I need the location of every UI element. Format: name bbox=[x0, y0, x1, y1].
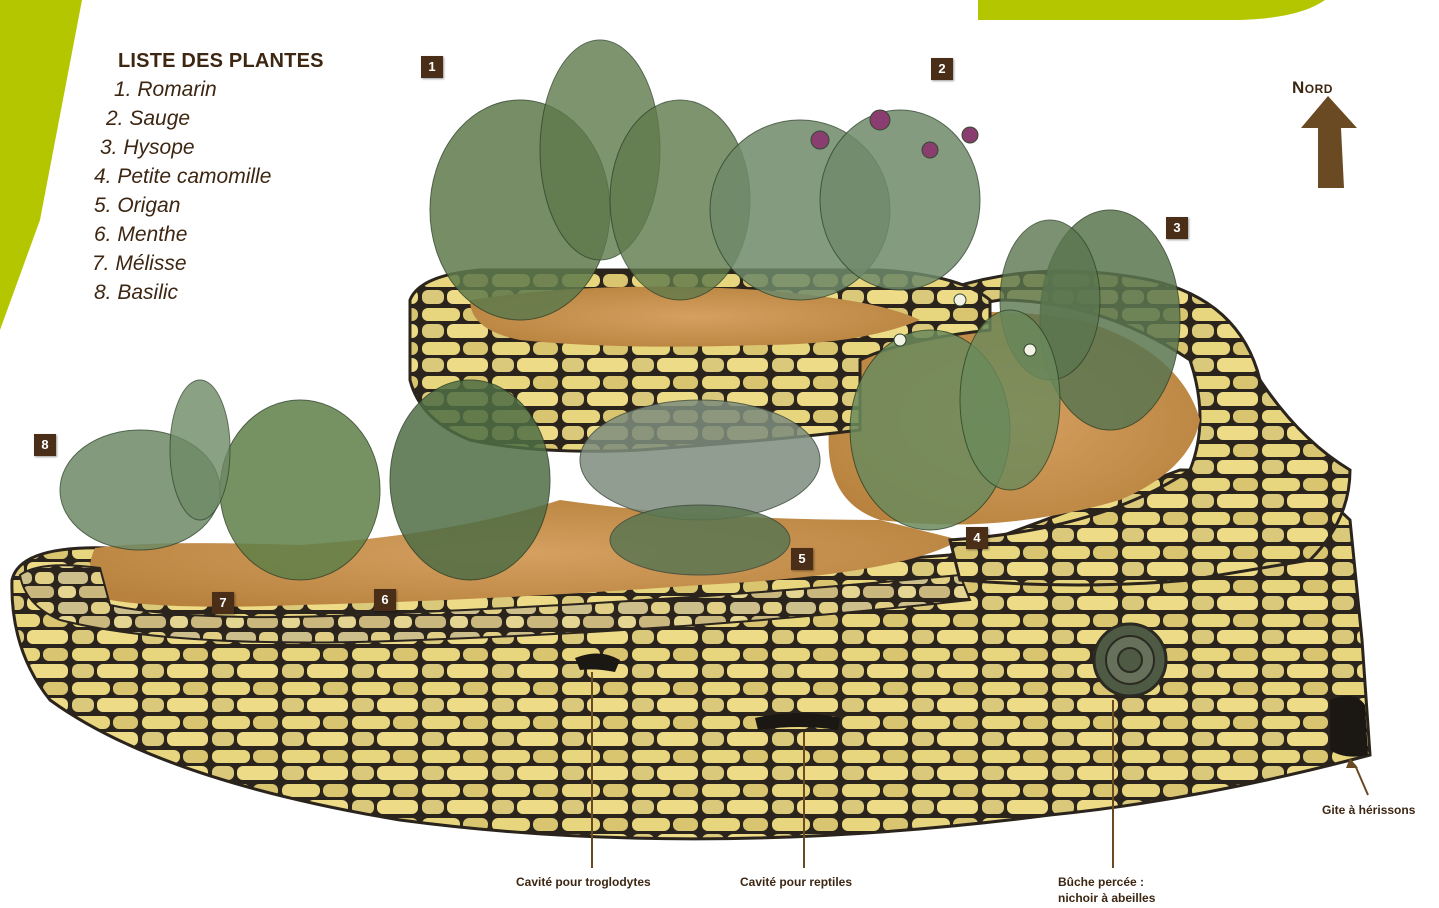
leader-herissons bbox=[1355, 765, 1368, 795]
plant-list-item: 1. Romarin bbox=[114, 75, 324, 104]
marker-3: 3 bbox=[1166, 217, 1188, 239]
marker-8: 8 bbox=[34, 434, 56, 456]
plant-list-item: 5. Origan bbox=[94, 191, 324, 220]
plant-menthe bbox=[390, 380, 550, 580]
label-buche-line1: Bûche percée : bbox=[1058, 874, 1155, 890]
marker-2: 2 bbox=[931, 58, 953, 80]
plant-list: LISTE DES PLANTES 1. Romarin 2. Sauge 3.… bbox=[92, 50, 324, 307]
hedgehog-gite bbox=[1330, 696, 1368, 757]
plant-list-item: 6. Menthe bbox=[94, 220, 324, 249]
marker-7: 7 bbox=[212, 592, 234, 614]
plant-romarin bbox=[430, 40, 750, 320]
plant-list-item: 4. Petite camomille bbox=[94, 162, 324, 191]
marker-1: 1 bbox=[421, 56, 443, 78]
bee-log-icon bbox=[1094, 624, 1166, 696]
marker-4: 4 bbox=[966, 527, 988, 549]
green-accent-left bbox=[0, 0, 82, 330]
plant-list-item: 3. Hysope bbox=[100, 133, 324, 162]
plant-list-item: 2. Sauge bbox=[106, 104, 324, 133]
marker-5: 5 bbox=[791, 548, 813, 570]
compass-label: Nord bbox=[1292, 78, 1362, 98]
plant-list-items: 1. Romarin 2. Sauge 3. Hysope 4. Petite … bbox=[92, 75, 324, 307]
label-cavite-troglodytes: Cavité pour troglodytes bbox=[516, 874, 651, 890]
plant-origan bbox=[580, 400, 820, 575]
plant-basilic bbox=[60, 380, 230, 550]
plant-list-title: LISTE DES PLANTES bbox=[118, 50, 324, 73]
marker-6: 6 bbox=[374, 589, 396, 611]
label-gite-herissons: Gite à hérissons bbox=[1322, 802, 1415, 818]
green-accent-top bbox=[978, 0, 1325, 20]
label-buche-line2: nichoir à abeilles bbox=[1058, 890, 1155, 906]
plant-sauge bbox=[710, 110, 980, 300]
label-cavite-reptiles: Cavité pour reptiles bbox=[740, 874, 852, 890]
plant-list-item: 8. Basilic bbox=[94, 278, 324, 307]
compass: Nord bbox=[1292, 78, 1362, 98]
label-buche-percee: Bûche percée : nichoir à abeilles bbox=[1058, 874, 1155, 906]
north-arrow-icon bbox=[1301, 96, 1357, 188]
plant-list-item: 7. Mélisse bbox=[92, 249, 324, 278]
plant-melisse bbox=[220, 400, 380, 580]
